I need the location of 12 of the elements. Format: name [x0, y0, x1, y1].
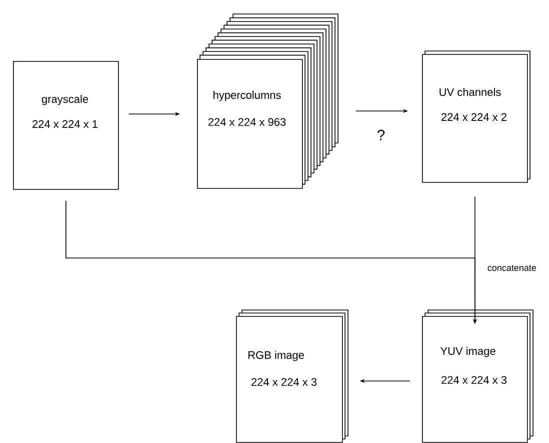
node-label: UV channels	[440, 88, 501, 96]
node-label: 224 x 224 x 2	[442, 113, 506, 121]
node-label: YUV image	[440, 346, 496, 358]
node-label: grayscale	[42, 94, 88, 106]
node-label: 224 x 224 x 1	[32, 120, 98, 128]
node-label: RGB image	[248, 350, 304, 362]
edge-label: concatenate	[486, 264, 538, 272]
node-label: 224 x 224 x 3	[252, 378, 317, 386]
node-label: 224 x 224 x 963	[208, 118, 286, 126]
node-label: 224 x 224 x 3	[442, 376, 507, 384]
node-label: hypercolumns	[214, 90, 281, 102]
edge-label: ?	[377, 130, 385, 140]
